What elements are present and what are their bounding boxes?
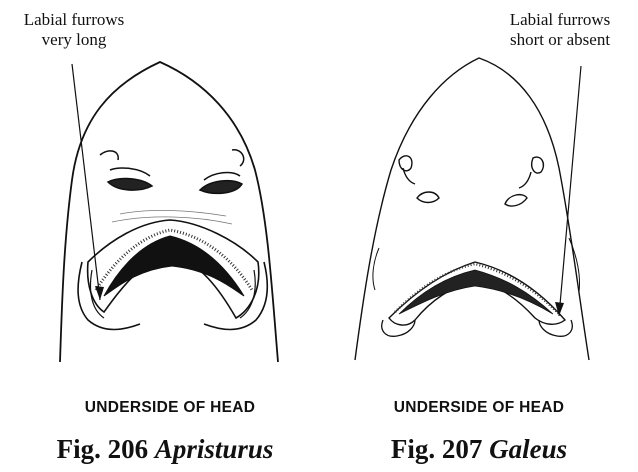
snout-texture bbox=[112, 210, 232, 224]
apristurus-head-drawing bbox=[0, 0, 319, 372]
callout-pointer bbox=[72, 64, 100, 300]
head-outline bbox=[355, 58, 589, 360]
left-nostril bbox=[399, 156, 439, 203]
caption-underside-of-head: UNDERSIDE OF HEAD bbox=[379, 399, 579, 417]
mouth-teeth bbox=[104, 236, 244, 296]
head-outline bbox=[60, 62, 278, 362]
callout-arrowhead bbox=[555, 302, 564, 316]
figure-207-panel: Labial furrows short or absent UNDERSIDE bbox=[319, 0, 638, 472]
right-nostril bbox=[505, 157, 543, 206]
galeus-head-drawing bbox=[319, 0, 638, 372]
labial-furrow-left bbox=[382, 320, 415, 336]
figure-title: Fig. 207 Galeus bbox=[359, 434, 599, 465]
caption-underside-of-head: UNDERSIDE OF HEAD bbox=[70, 399, 270, 417]
mouth-outer bbox=[88, 220, 259, 318]
left-nostril bbox=[100, 151, 152, 190]
callout-pointer bbox=[559, 66, 581, 316]
callout-arrowhead bbox=[95, 286, 104, 300]
figure-number: Fig. 207 bbox=[391, 434, 483, 464]
figure-title: Fig. 206 Apristurus bbox=[30, 434, 300, 465]
genus-name: Galeus bbox=[489, 434, 567, 464]
figure-206-panel: Labial furrows very long bbox=[0, 0, 319, 472]
left-side-marking bbox=[373, 248, 379, 290]
mouth-teeth bbox=[399, 270, 553, 314]
figure-number: Fig. 206 bbox=[57, 434, 149, 464]
right-nostril bbox=[200, 150, 244, 194]
genus-name: Apristurus bbox=[155, 434, 274, 464]
